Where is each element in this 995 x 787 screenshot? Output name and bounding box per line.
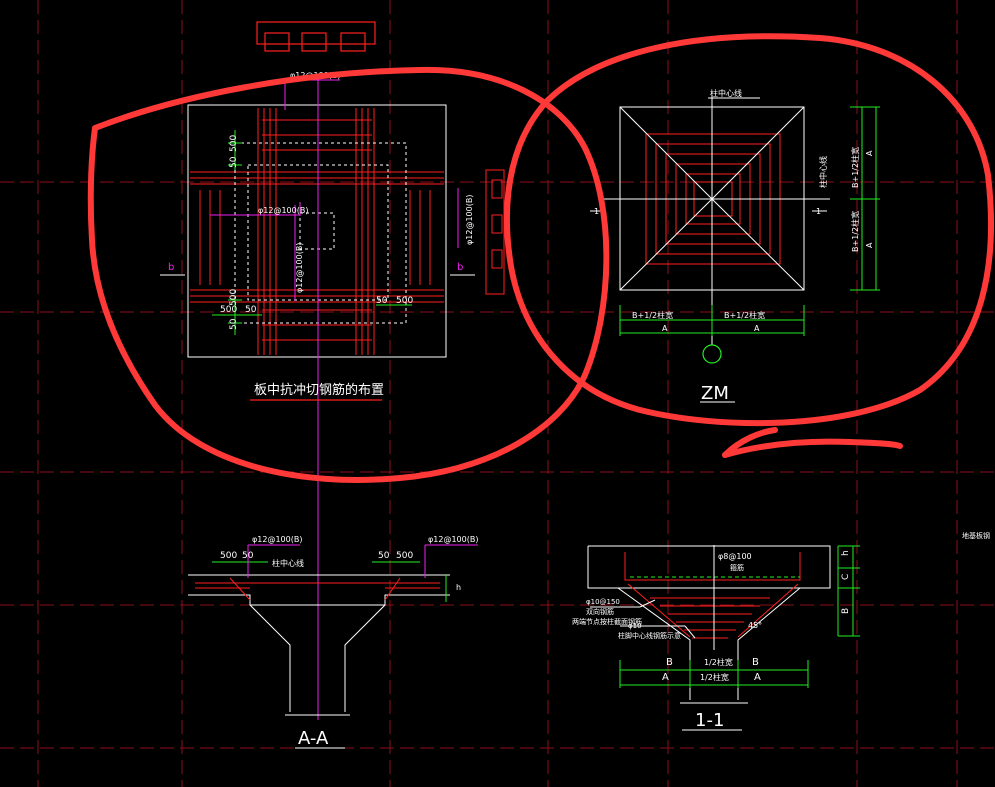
aa-column-center: 柱中心线 (272, 558, 304, 568)
aa-rebar-left: φ12@100(B) (252, 535, 302, 544)
plan-section-mark-left: b (168, 262, 174, 273)
s11-dim-a-left: A (662, 672, 669, 683)
aa-dim-500-right: 500 (396, 551, 413, 561)
zm-view (590, 95, 880, 403)
zm-dim-a-top: A (865, 150, 874, 156)
markup-circle-right (503, 33, 995, 458)
aa-dim-50-right: 50 (378, 551, 390, 561)
s11-angle: 45° (748, 621, 762, 630)
plan-dim-50-b: 50 (245, 305, 257, 315)
aa-dim-50-left: 50 (242, 551, 254, 561)
zm-dim-b-bottom: B+1/2柱宽 (850, 211, 860, 252)
section-11-title: 1-1 (695, 710, 724, 731)
s11-rebar-left-a: φ10@150 (586, 598, 620, 606)
zm-dim-a-right: A (754, 324, 760, 333)
section-11 (587, 545, 860, 731)
s11-rebar-left-c: 两端节点按柱截面钢筋 (572, 617, 642, 626)
edge-note: 地基板钢 (962, 531, 990, 540)
s11-dim-half: 1/2柱宽 (704, 657, 733, 667)
zm-section-mark-right: 1 (816, 207, 821, 216)
plan-dim-500-a: 500 (229, 135, 239, 152)
plan-dim-50-a: 50 (229, 156, 239, 168)
s11-dim-b-vert: B (841, 608, 851, 614)
s11-dim-a-right: A (754, 672, 761, 683)
section-aa (188, 544, 478, 749)
markup-circle-left (87, 66, 610, 483)
s11-dim-b-left: B (666, 657, 673, 668)
s11-rebar-mid-a: φ10 (628, 622, 642, 630)
s11-dim-b-right: B (752, 657, 759, 668)
zm-dim-b-right: B+1/2柱宽 (724, 310, 765, 320)
aa-rebar-right: φ12@100(B) (428, 535, 478, 544)
plan-dim-500-b: 500 (220, 305, 237, 315)
s11-rebar-left-b: 双向钢筋 (586, 607, 614, 616)
zm-view-title: ZM (701, 383, 729, 404)
plan-dim-500-d: 500 (396, 296, 413, 306)
plan-rebar-right-label: φ12@100(B) (465, 195, 474, 245)
zm-dim-b-top: B+1/2柱宽 (850, 147, 860, 188)
plan-dim-50-c: 50 (229, 318, 239, 330)
section-aa-title: A-A (298, 728, 329, 749)
zm-dim-b-left: B+1/2柱宽 (632, 310, 673, 320)
plan-dim-500-c: 500 (229, 289, 239, 306)
aa-dim-500-left: 500 (220, 551, 237, 561)
zm-section-mark-left: 1 (594, 207, 599, 216)
plan-view (160, 79, 505, 720)
aa-dim-h: h (456, 583, 461, 592)
plan-dim-50-d: 50 (376, 296, 388, 306)
plan-rebar-center-label: φ12@100(B) (258, 206, 308, 215)
zm-dim-a-bottom: A (865, 242, 874, 248)
s11-rebar-top-note: 箍筋 (730, 563, 744, 572)
s11-dim-h: h (841, 550, 851, 556)
s11-rebar-mid-b: 柱脚中心线钢筋示意 (618, 631, 681, 640)
plan-view-title: 板中抗冲切钢筋的布置 (254, 382, 384, 398)
plan-section-mark-right: b (457, 262, 463, 273)
top-section-symbol (256, 21, 376, 52)
s11-dim-half-2: 1/2柱宽 (700, 672, 729, 682)
zm-column-center-top: 柱中心线 (710, 88, 742, 98)
s11-rebar-top: φ8@100 (718, 552, 752, 561)
s11-dim-c: C (841, 574, 851, 580)
zm-dim-a-left: A (662, 324, 668, 333)
plan-rebar-vertical-label: φ12@100(B) (295, 243, 304, 293)
zm-column-center-right: 柱中心线 (818, 156, 828, 188)
